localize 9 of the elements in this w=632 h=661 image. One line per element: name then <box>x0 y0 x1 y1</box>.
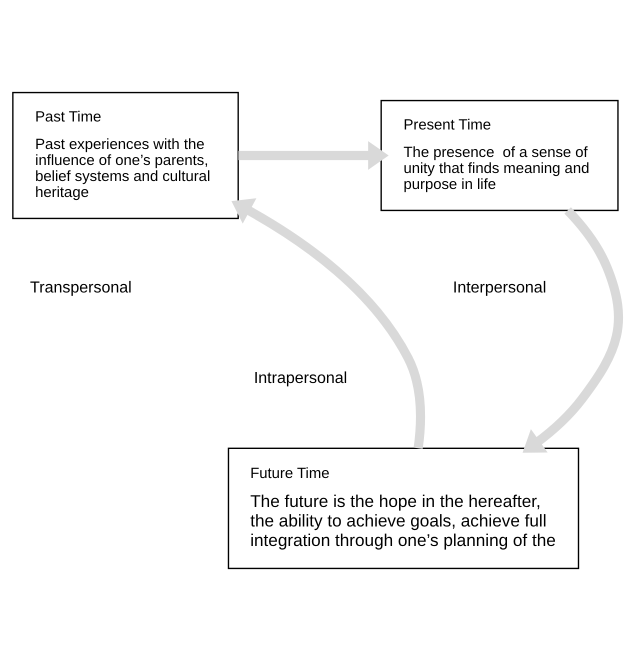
arrow <box>522 207 624 453</box>
label: Transpersonal <box>30 279 132 296</box>
node-box: Future Time The future is the hope in the hereafter, the ability to achieve goals, achieve full integration through one’s planning of the <box>228 448 580 570</box>
label: Intrapersonal <box>254 370 348 387</box>
node-box: Past Time Past experiences with the influence of one’s parents, belief systems and cultural heritage <box>12 92 239 220</box>
label: Interpersonal <box>452 279 546 296</box>
arrow <box>231 198 426 449</box>
arrow <box>238 141 389 170</box>
node-box: Present Time The presence of a sense of unity that finds meaning and purpose in life <box>380 100 619 212</box>
